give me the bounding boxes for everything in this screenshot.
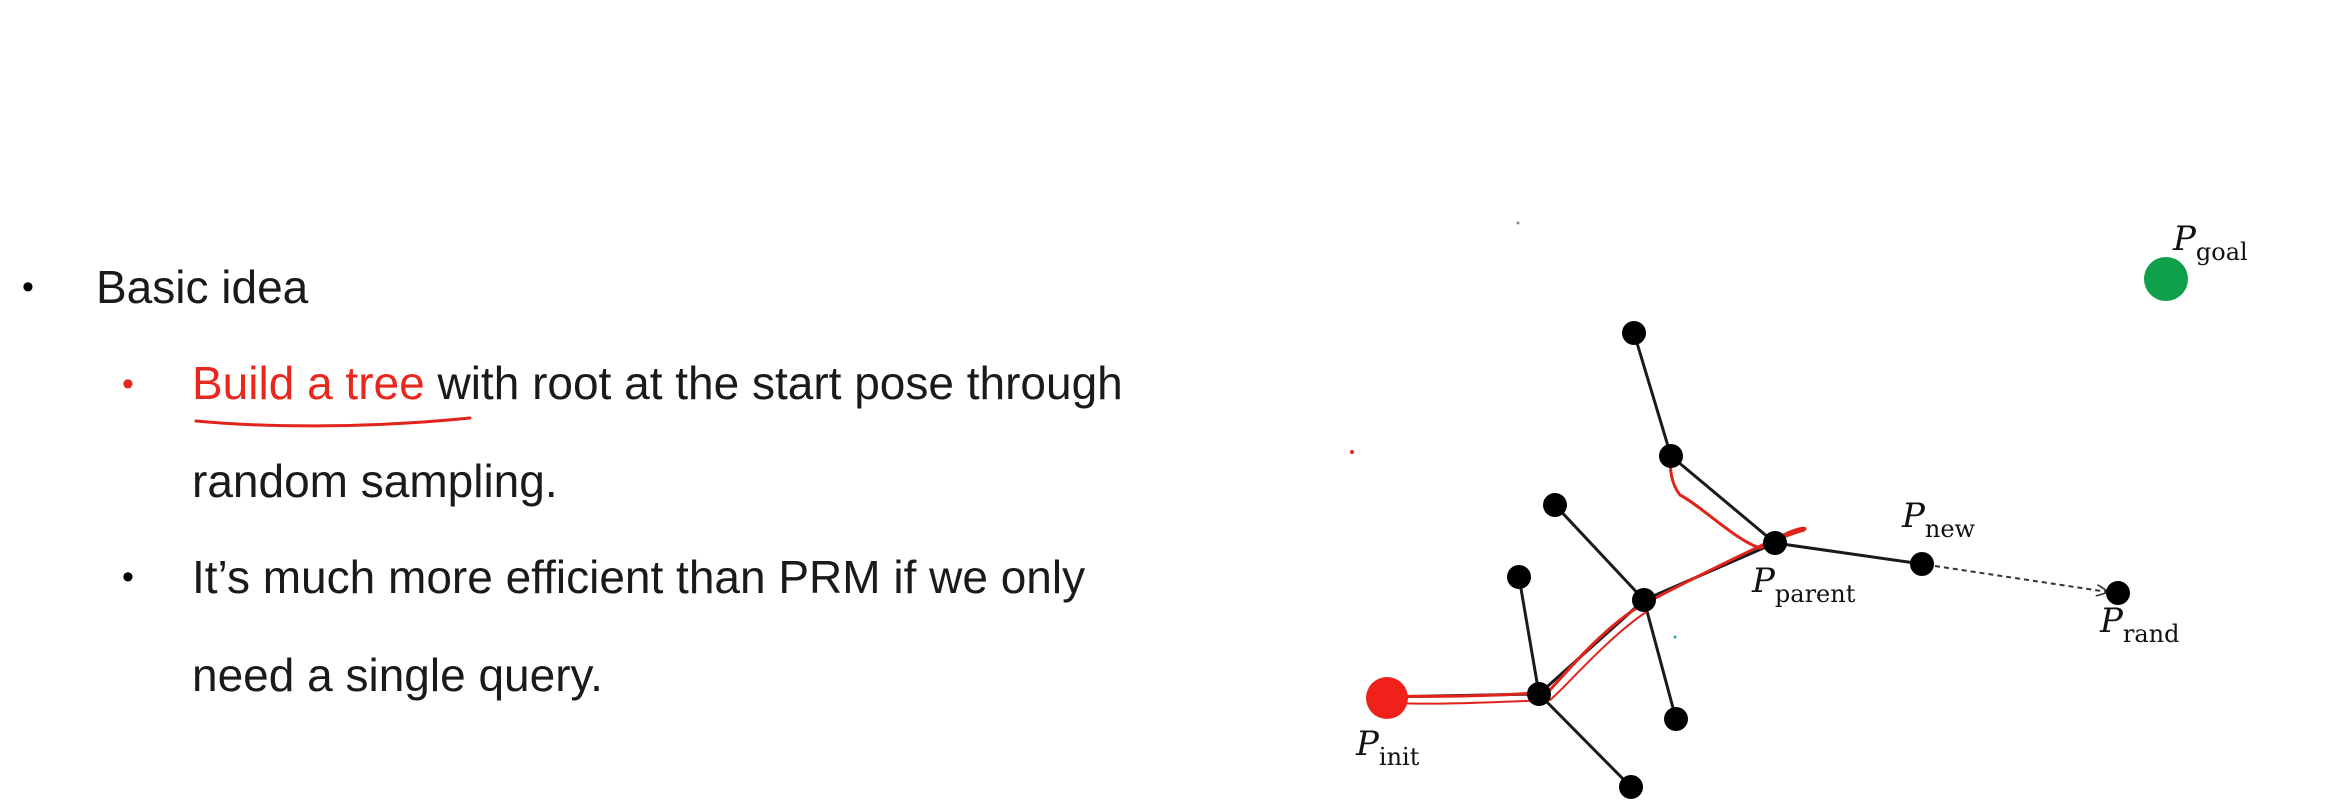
node-parent [1763,531,1787,555]
sub-bullet-marker-2: • [122,558,134,596]
sub-bullet-build-tree-continuation: random sampling. [192,455,558,507]
sub-bullet-efficiency: It’s much more efficient than PRM if we … [192,551,1086,603]
label-p-init: Pinit [1355,724,1420,771]
label-p-new: Pnew [1901,496,1976,543]
edge-center-down [1642,598,1678,721]
label-p-parent: Pparent [1751,561,1856,608]
node-n1 [1527,682,1551,706]
init-node [1366,677,1408,719]
node-bottom [1619,775,1643,799]
tree-nodes [1507,321,2130,799]
bullet-marker-1: • [22,268,34,306]
sub-bullet-efficiency-continuation: need a single query. [192,649,603,701]
stray-dot-red [1350,450,1354,454]
arrow-new-to-rand [1934,565,2108,592]
stray-dot-grey [1516,221,1520,225]
label-p-rand: Prand [2099,601,2180,648]
edge-n1-up [1517,575,1541,696]
bullet-basic-idea: Basic idea [96,261,309,313]
path-annotation-inner [1389,611,1647,705]
node-center [1632,588,1656,612]
goal-node [2144,257,2188,301]
stray-dot-teal [1673,635,1677,639]
node-left-lower [1507,565,1531,589]
node-left [1543,493,1567,517]
edge-n1-bottom [1537,692,1633,789]
highlight-build-a-tree: Build a tree [192,357,425,409]
build-tree-rest: with root at the start pose through [424,357,1123,409]
label-p-goal: Pgoal [2172,219,2248,266]
underline-annotation [194,416,472,428]
edge-mid-top [1632,331,1673,458]
tree-edges [1385,331,1924,789]
path-annotation [1385,447,1807,698]
sub-bullet-build-tree: Build a tree with root at the start pose… [192,360,1123,406]
sub-bullet-marker-1: • [122,365,134,403]
node-mid [1659,444,1683,468]
edge-parent-mid [1669,454,1777,545]
node-top [1622,321,1646,345]
node-rand [2106,581,2130,605]
edge-parent-new [1773,541,1924,566]
node-center-down [1664,707,1688,731]
edge-center-left [1553,503,1646,602]
node-new [1910,552,1934,576]
